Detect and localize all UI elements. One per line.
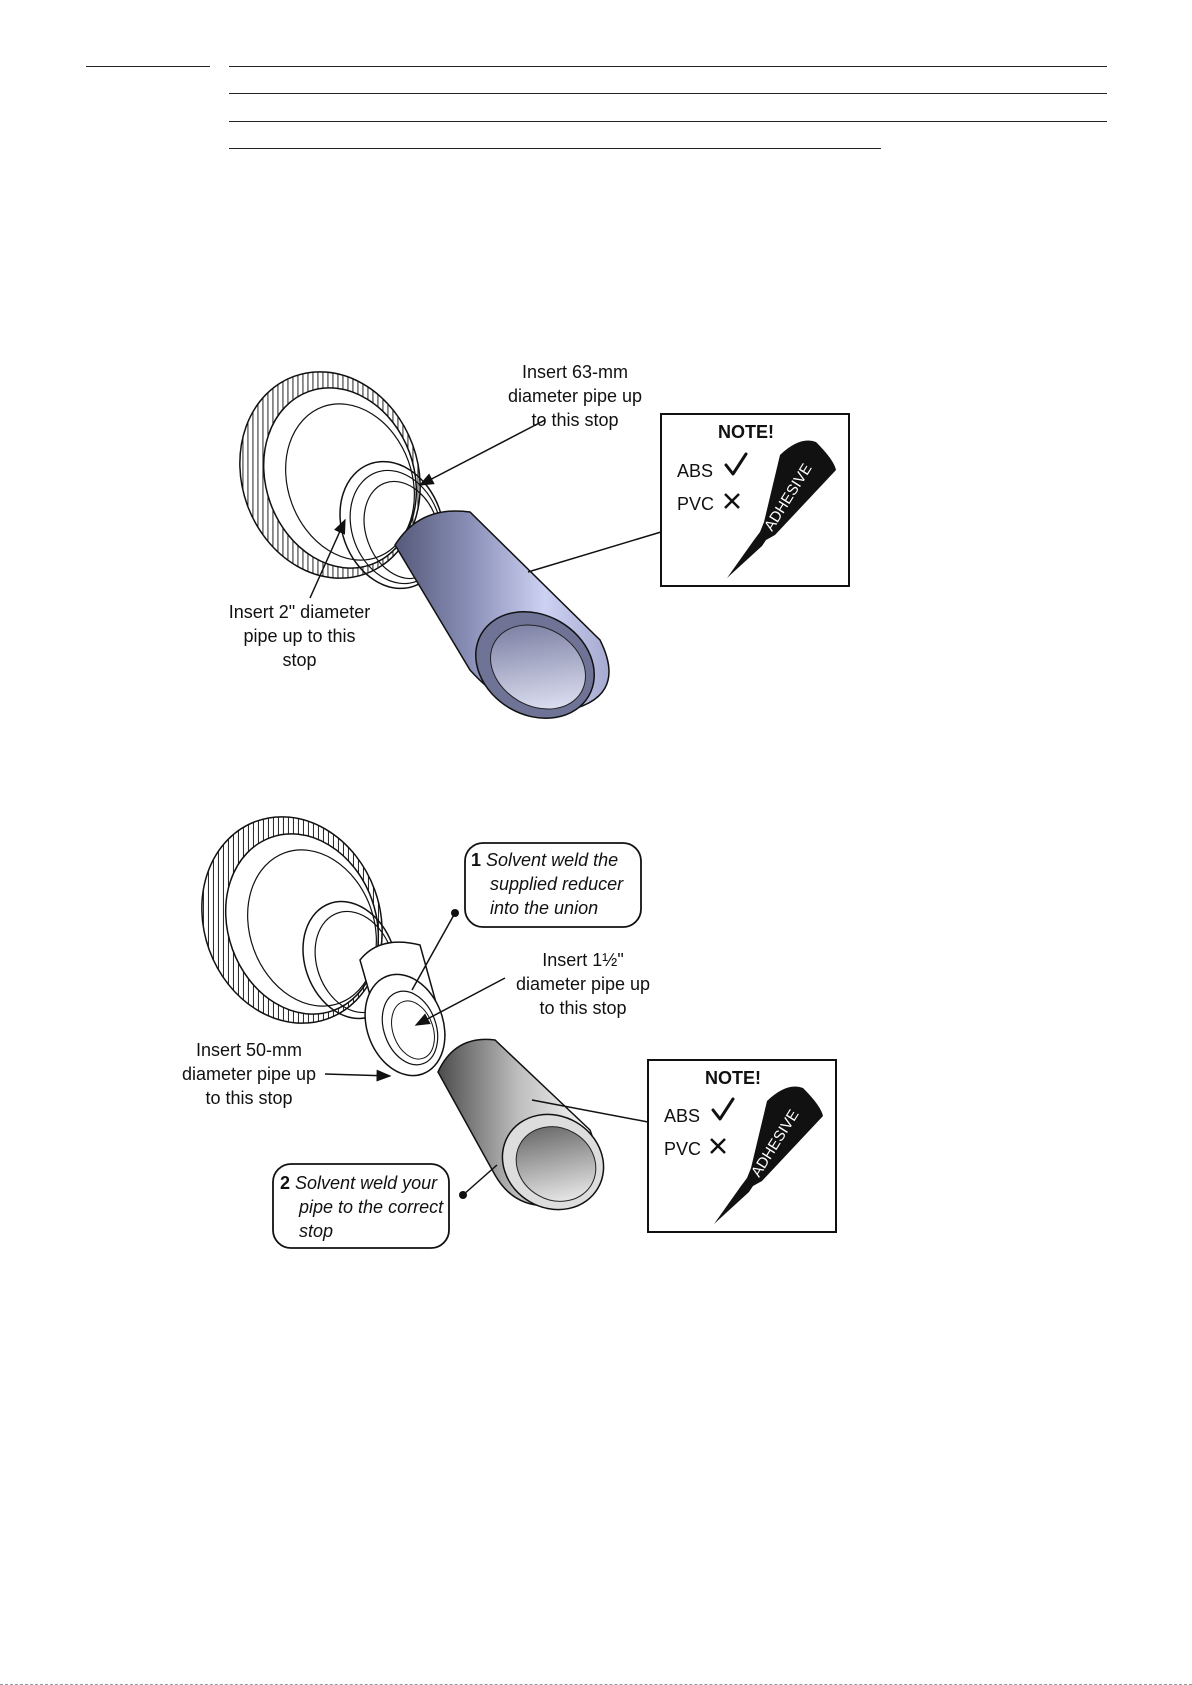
check-icon xyxy=(724,452,748,476)
callout-2-text: 2 Solvent weld your pipe to the correct … xyxy=(280,1173,444,1241)
note-box-2: ADHESIVE xyxy=(647,1059,837,1233)
header-rule-short xyxy=(86,66,210,67)
leader-callout-1 xyxy=(411,912,456,991)
note-abs-2: ABS xyxy=(664,1106,701,1126)
pipe-1 xyxy=(394,510,610,720)
leader-2in xyxy=(309,518,346,599)
note-box-1: ADHESIVE xyxy=(660,413,850,587)
cross-icon xyxy=(724,493,740,509)
header-rule-4 xyxy=(229,148,881,149)
label-63mm: Insert 63-mm diameter pipe up to this st… xyxy=(507,362,643,430)
callout-2-number: 2 xyxy=(280,1173,291,1193)
leader-1half xyxy=(414,977,506,1026)
union-nut-1 xyxy=(239,371,421,579)
check-icon xyxy=(711,1097,735,1121)
callout-1-text: 1 Solvent weld the supplied reducer into… xyxy=(471,850,624,918)
leader-callout-2 xyxy=(462,1164,498,1196)
label-50mm: Insert 50-mm diameter pipe up to this st… xyxy=(181,1040,317,1108)
reducer xyxy=(359,941,446,1077)
note-title-2: NOTE! xyxy=(705,1068,761,1088)
note-pvc-1: PVC xyxy=(677,494,715,514)
header-rule-1 xyxy=(229,66,1107,67)
callout-1-number: 1 xyxy=(471,850,482,870)
note-abs-1: ABS xyxy=(677,461,714,481)
label-2in: Insert 2" diameter pipe up to this stop xyxy=(228,602,371,670)
figure-1: ADHESIVE xyxy=(239,371,850,720)
header-rule-2 xyxy=(229,93,1107,94)
callout-box-1 xyxy=(464,842,642,928)
leader-note-2 xyxy=(531,1099,649,1123)
figure-2: ADHESIVE xyxy=(201,816,837,1249)
leader-63mm xyxy=(418,419,546,486)
cross-icon xyxy=(710,1138,726,1154)
note-pvc-2: PVC xyxy=(664,1139,702,1159)
pipe-2 xyxy=(437,1038,605,1211)
leader-note-1 xyxy=(527,531,662,573)
header-rule-3 xyxy=(229,121,1107,122)
note-title-1: NOTE! xyxy=(718,422,774,442)
callout-box-2 xyxy=(272,1163,450,1249)
leader-50mm xyxy=(324,1069,392,1082)
label-1half: Insert 1½" diameter pipe up to this stop xyxy=(515,950,651,1018)
union-nut-2 xyxy=(201,816,383,1024)
